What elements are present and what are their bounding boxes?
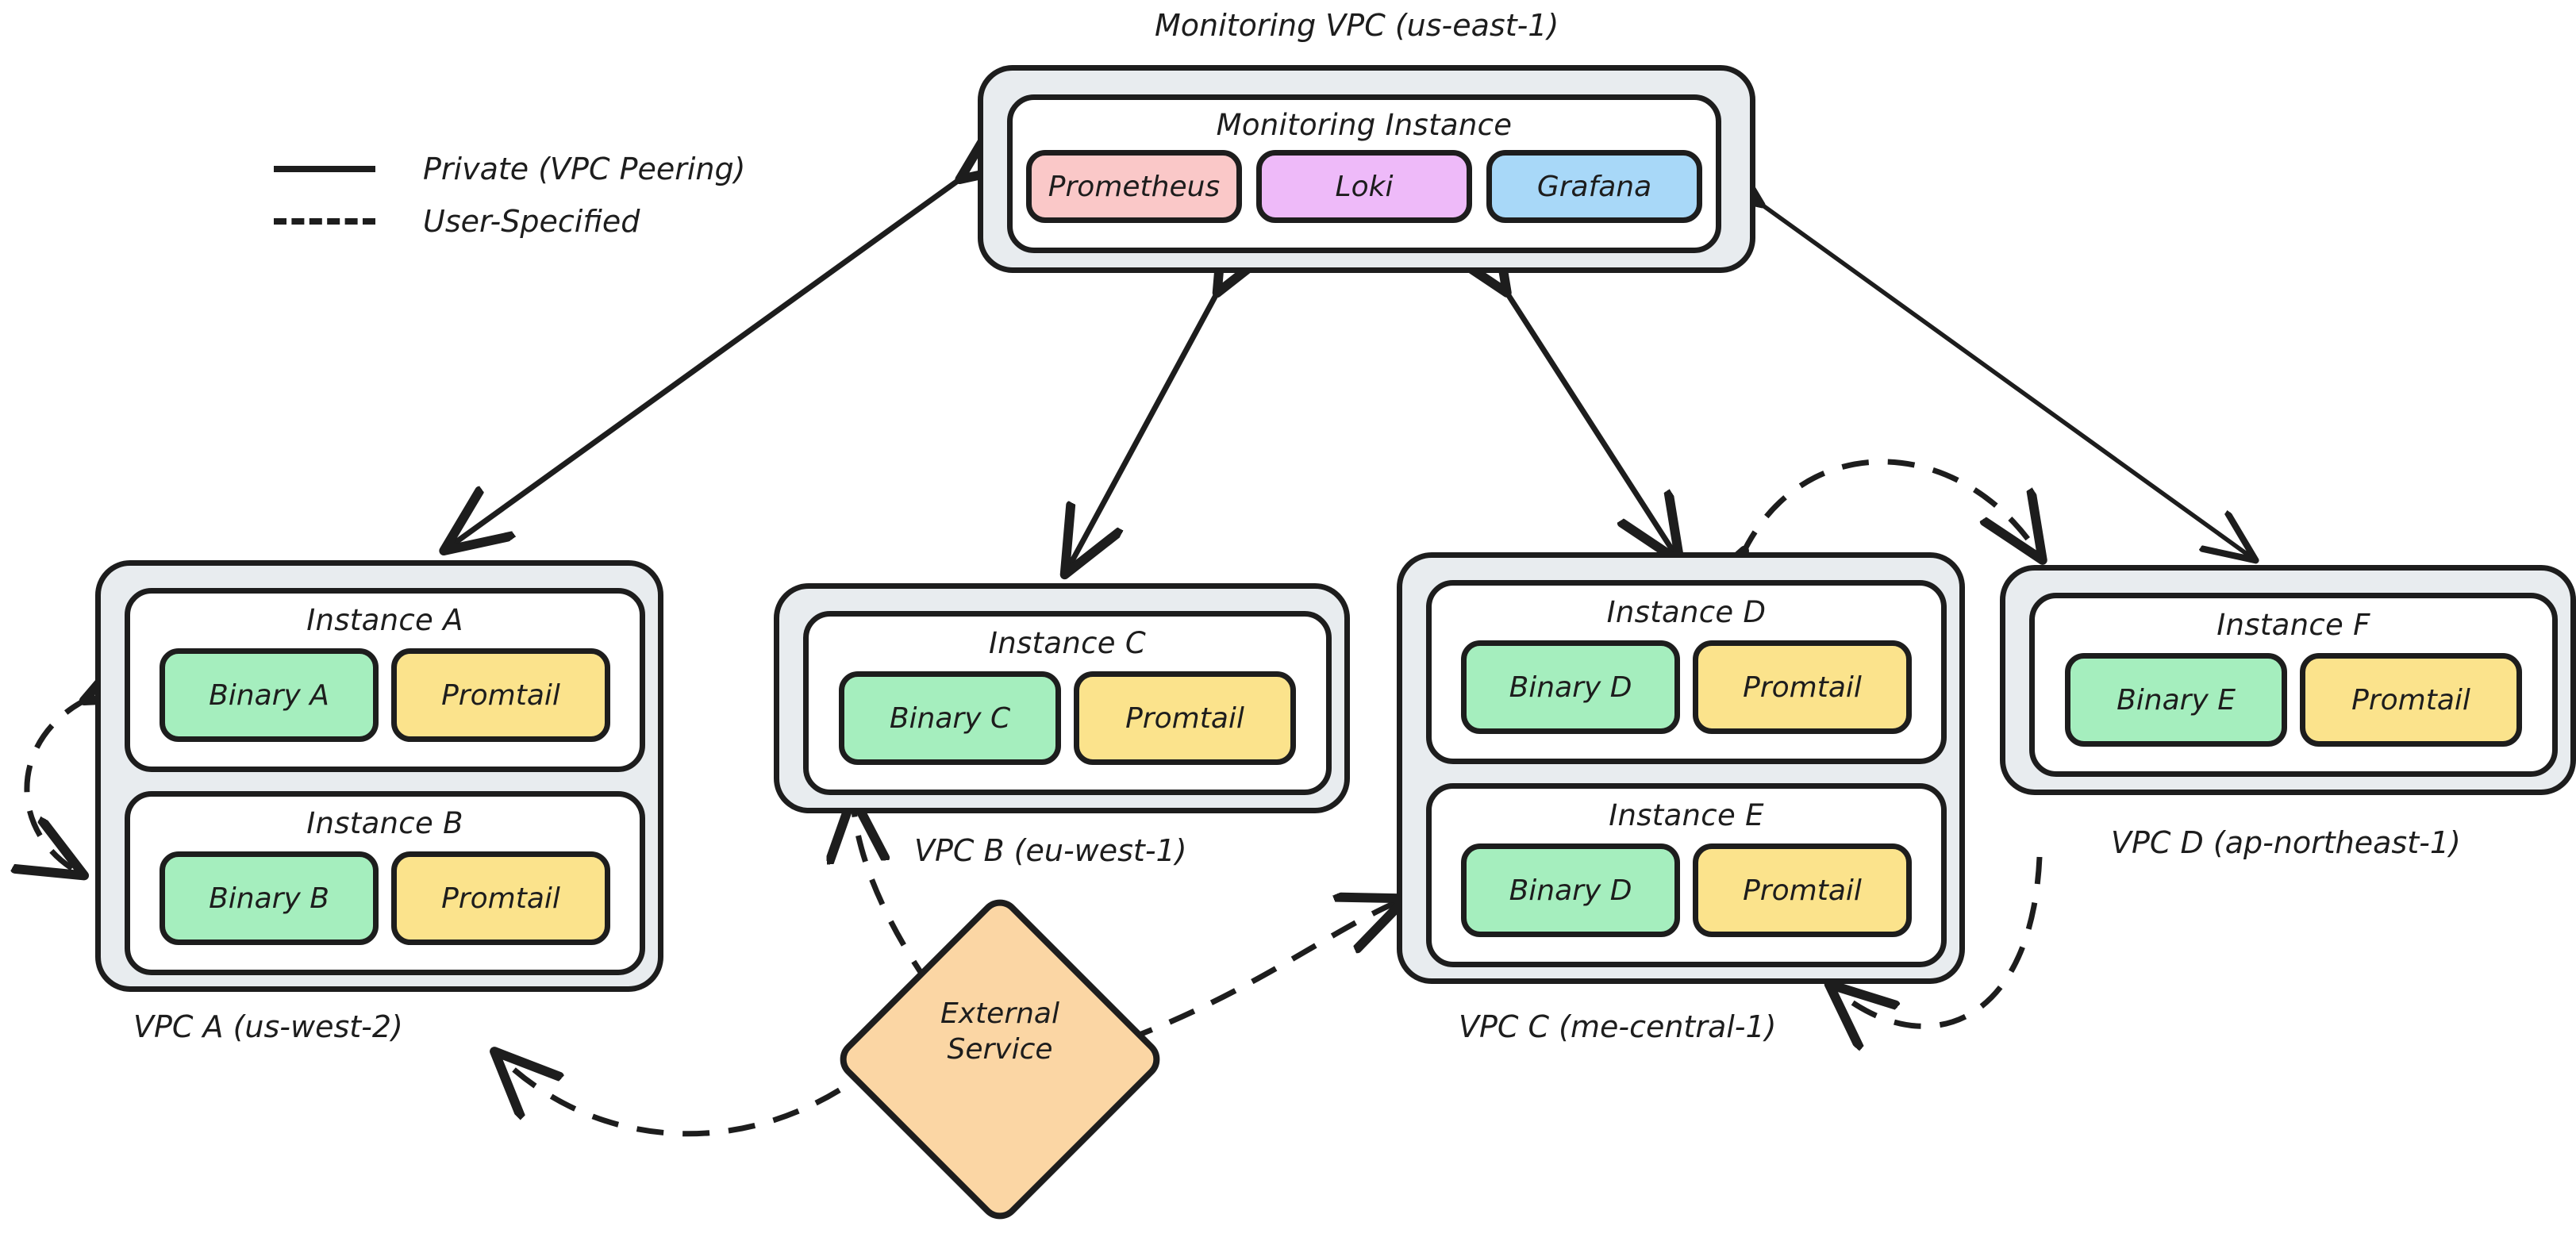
legend-item-user-specified: User-Specified — [274, 195, 745, 248]
instance-e[interactable]: Instance E Binary D Promtail — [1426, 783, 1947, 967]
service-binary-b[interactable]: Binary B — [160, 851, 379, 945]
service-promtail-f[interactable]: Promtail — [2300, 653, 2522, 747]
instance-f-title: Instance F — [2217, 608, 2370, 642]
external-service-label-line1: External — [940, 997, 1059, 1030]
service-binary-e[interactable]: Binary D — [1461, 843, 1680, 937]
vpc-c-label: VPC C (me-central-1) — [1459, 1009, 1777, 1044]
vpc-c[interactable]: Instance D Binary D Promtail Instance E … — [1397, 552, 1965, 984]
monitoring-instance-title: Monitoring Instance — [1216, 108, 1513, 142]
legend: Private (VPC Peering) User-Specified — [274, 143, 745, 248]
monitoring-instance[interactable]: Monitoring Instance Prometheus Loki Graf… — [1007, 94, 1721, 253]
edge-monitoring-to-vpc-b — [1067, 288, 1220, 570]
edge-external-to-vpc-b — [853, 801, 931, 986]
edge-external-to-vpc-c — [1125, 901, 1401, 1043]
service-binary-c[interactable]: Binary C — [839, 671, 1061, 765]
monitoring-vpc[interactable]: Monitoring Instance Prometheus Loki Graf… — [978, 65, 1755, 273]
service-binary-f[interactable]: Binary E — [2065, 653, 2287, 747]
service-promtail-c[interactable]: Promtail — [1074, 671, 1296, 765]
instance-b-title: Instance B — [306, 806, 463, 840]
service-grafana[interactable]: Grafana — [1486, 150, 1702, 223]
vpc-b-label: VPC B (eu-west-1) — [914, 833, 1187, 868]
edge-external-to-vpc-a — [498, 1055, 879, 1137]
vpc-a[interactable]: Instance A Binary A Promtail Instance B … — [95, 560, 663, 992]
service-promtail-d[interactable]: Promtail — [1693, 640, 1912, 734]
monitoring-vpc-label: Monitoring VPC (us-east-1) — [1155, 8, 1559, 43]
vpc-a-label: VPC A (us-west-2) — [133, 1009, 403, 1044]
instance-f[interactable]: Instance F Binary E Promtail — [2029, 593, 2558, 777]
service-promtail-e[interactable]: Promtail — [1693, 843, 1912, 937]
instance-d[interactable]: Instance D Binary D Promtail — [1426, 580, 1947, 764]
instance-a[interactable]: Instance A Binary A Promtail — [125, 588, 645, 772]
legend-label-user-specified: User-Specified — [423, 204, 640, 239]
edge-instance-a-to-instance-b — [27, 698, 89, 873]
edge-monitoring-to-vpc-d — [1759, 202, 2252, 558]
edge-vpc-c-to-vpc-d — [1742, 459, 2040, 555]
instance-e-title: Instance E — [1609, 798, 1764, 832]
service-prometheus[interactable]: Prometheus — [1026, 150, 1242, 223]
external-service-label: External Service — [881, 996, 1119, 1067]
external-service-label-line2: Service — [947, 1033, 1053, 1066]
service-promtail-b[interactable]: Promtail — [391, 851, 610, 945]
service-binary-d[interactable]: Binary D — [1461, 640, 1680, 734]
edge-monitoring-to-vpc-c — [1504, 288, 1677, 557]
instance-c-title: Instance C — [989, 626, 1146, 660]
legend-item-private: Private (VPC Peering) — [274, 143, 745, 195]
instance-c[interactable]: Instance C Binary C Promtail — [803, 611, 1332, 795]
vpc-b[interactable]: Instance C Binary C Promtail — [774, 583, 1350, 813]
service-binary-a[interactable]: Binary A — [160, 648, 379, 742]
vpc-d-label: VPC D (ap-northeast-1) — [2111, 825, 2461, 860]
service-loki[interactable]: Loki — [1256, 150, 1472, 223]
service-promtail-a[interactable]: Promtail — [391, 648, 610, 742]
legend-label-private: Private (VPC Peering) — [423, 152, 746, 186]
vpc-d[interactable]: Instance F Binary E Promtail — [2000, 565, 2576, 795]
instance-b[interactable]: Instance B Binary B Promtail — [125, 791, 645, 975]
instance-a-title: Instance A — [306, 603, 463, 637]
instance-d-title: Instance D — [1606, 595, 1767, 629]
